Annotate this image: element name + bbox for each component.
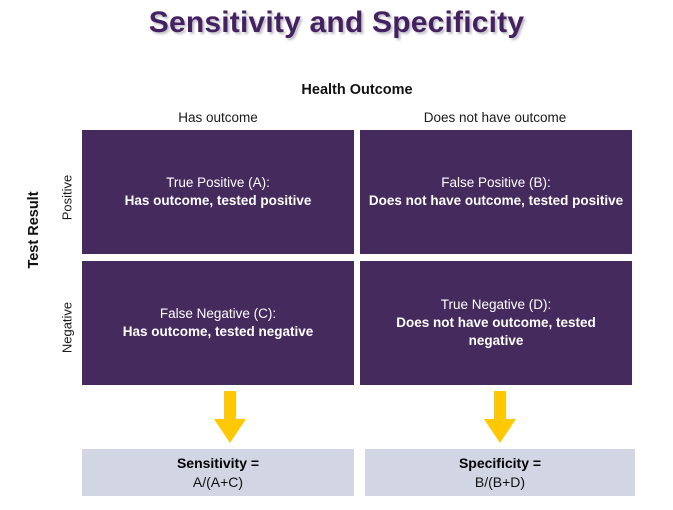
- column-label-does-not-have-outcome: Does not have outcome: [423, 110, 567, 125]
- cell-description: Has outcome, tested negative: [122, 324, 314, 339]
- arrow-shaft: [224, 391, 236, 421]
- matrix-cell-false-positive: False Positive (B): Does not have outcom…: [360, 130, 632, 254]
- cell-description: Does not have outcome, tested positive: [368, 193, 624, 208]
- specificity-formula: B/(B+D): [474, 473, 526, 490]
- sensitivity-formula: A/(A+C): [192, 473, 244, 490]
- arrow-shaft: [494, 391, 506, 421]
- cell-heading: False Negative (C):: [159, 305, 277, 321]
- sensitivity-box: Sensitivity = A/(A+C): [82, 449, 354, 496]
- down-arrow-icon: [484, 391, 516, 443]
- matrix-divider-intersection: [354, 254, 360, 261]
- confusion-matrix: True Positive (A): Has outcome, tested p…: [82, 130, 632, 385]
- specificity-box: Specificity = B/(B+D): [365, 449, 635, 496]
- specificity-label: Specificity =: [458, 455, 542, 472]
- matrix-cell-true-positive: True Positive (A): Has outcome, tested p…: [82, 130, 354, 254]
- column-group-title: Health Outcome: [301, 82, 413, 98]
- matrix-cell-false-negative: False Negative (C): Has outcome, tested …: [82, 261, 354, 385]
- cell-description: Has outcome, tested positive: [124, 193, 312, 208]
- matrix-horizontal-divider: [82, 254, 354, 261]
- sensitivity-label: Sensitivity =: [176, 455, 260, 472]
- matrix-cell-true-negative: True Negative (D): Does not have outcome…: [360, 261, 632, 385]
- cell-heading: False Positive (B):: [441, 174, 551, 190]
- column-label-has-outcome: Has outcome: [178, 110, 258, 125]
- down-arrow-icon: [214, 391, 246, 443]
- row-label-positive: Positive: [59, 174, 75, 221]
- row-group-title: Test Result: [26, 191, 42, 269]
- cell-heading: True Negative (D):: [440, 296, 552, 312]
- cell-heading: True Positive (A):: [166, 174, 270, 190]
- cell-description: Does not have outcome, tested negative: [396, 314, 596, 349]
- matrix-horizontal-divider: [360, 254, 632, 261]
- matrix-vertical-divider: [354, 130, 360, 254]
- matrix-vertical-divider: [354, 261, 360, 385]
- page-title: Sensitivity and Specificity: [148, 6, 525, 39]
- arrow-head: [484, 419, 516, 443]
- arrow-head: [214, 419, 246, 443]
- row-label-negative: Negative: [59, 301, 75, 354]
